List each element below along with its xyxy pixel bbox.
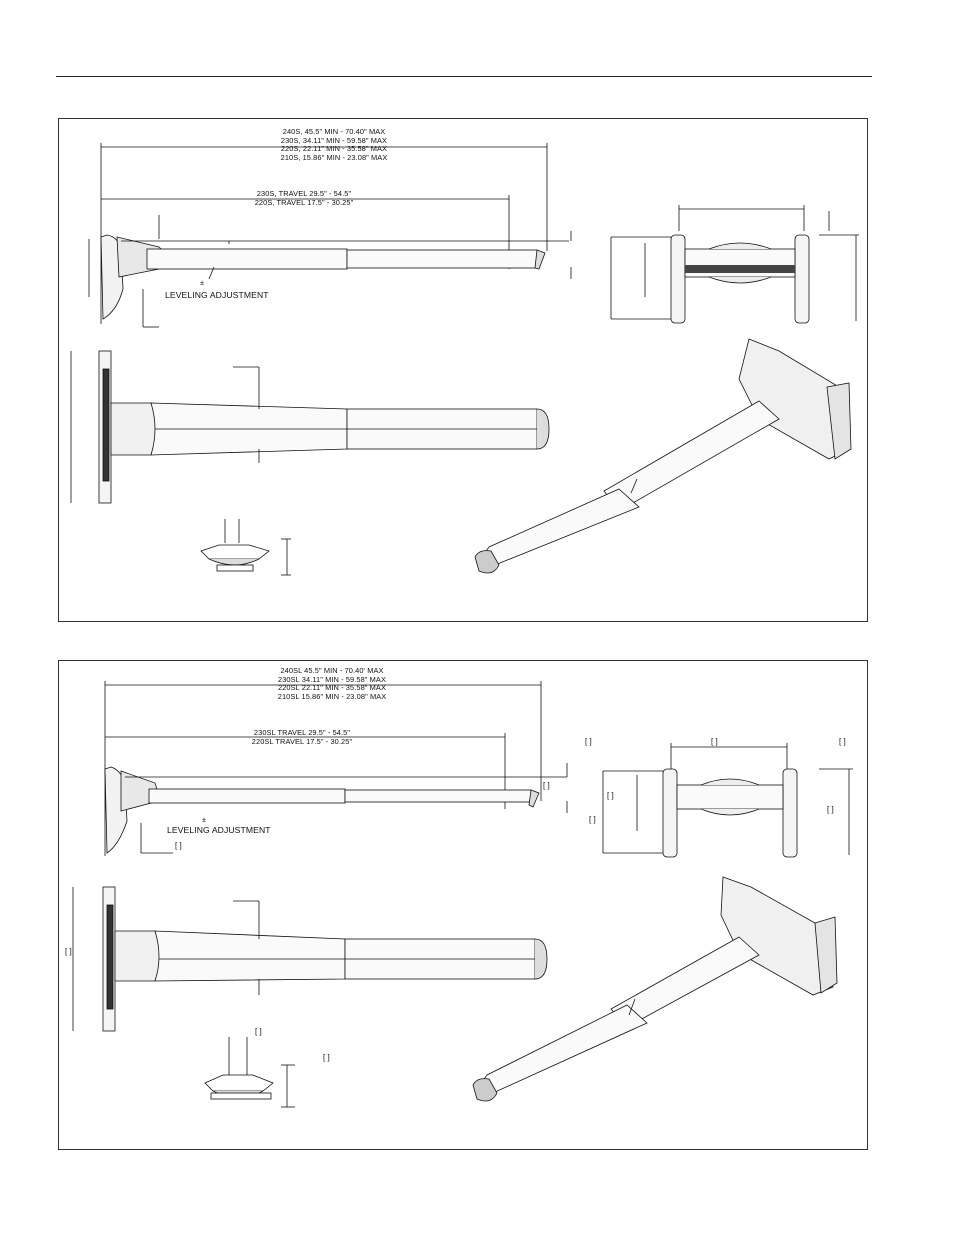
travel-spec-list: 230SL TRAVEL 29.5" - 54.5" 220SL TRAVEL … <box>237 728 367 746</box>
end-view-right-plate <box>782 768 798 858</box>
travel-spec: 220S, TRAVEL 17.5" - 30.25" <box>254 197 354 207</box>
length-spec: 220SL 22.11" MIN - 35.58" MAX <box>278 683 386 693</box>
side-view-arm-outer <box>346 249 538 269</box>
length-spec: 240S, 45.5" MIN - 70.40" MAX <box>282 127 386 136</box>
dimension-bracket: [ ] <box>323 1053 330 1062</box>
length-spec: 230SL 34.11" MIN - 59.58" MAX <box>278 674 386 684</box>
section-profile <box>200 544 270 560</box>
dimension-bracket: [ ] <box>827 805 834 814</box>
panel-s-svg <box>70 143 859 576</box>
end-view-right-plate <box>794 234 810 324</box>
dimension-bracket: [ ] <box>589 815 596 824</box>
plus-minus-symbol: ± <box>202 815 207 824</box>
end-view-left-plate <box>670 234 686 324</box>
dimension-bracket: [ ] <box>607 791 614 800</box>
side-view-arm-inner <box>148 788 346 804</box>
length-spec: 220S, 22.11" MIN - 35.58" MAX <box>280 144 388 154</box>
end-view-left-plate <box>662 768 678 858</box>
length-spec: 230S, 34.11" MIN - 59.58" MAX <box>280 135 388 145</box>
length-spec: 240SL 45.5" MIN - 70.40' MAX <box>280 666 384 675</box>
panel-s-drawing: 240S, 45.5" MIN - 70.40" MAX 230S, 34.11… <box>58 118 868 622</box>
plus-minus-symbol: ± <box>200 278 205 287</box>
dimension-bracket: [ ] <box>175 841 182 850</box>
length-spec: 210S, 15.86" MIN - 23.08" MAX <box>280 152 388 162</box>
travel-spec: 220SL TRAVEL 17.5" - 30.25" <box>251 736 353 746</box>
dimension-bracket: [ ] <box>585 737 592 746</box>
dimension-bracket: [ ] <box>839 737 846 746</box>
section-profile <box>204 1074 274 1092</box>
dimension-bracket: [ ] <box>711 737 718 746</box>
travel-spec-list: 230S, TRAVEL 29.5" - 54.5" 220S, TRAVEL … <box>239 189 369 207</box>
dimension-bracket: [ ] <box>543 781 550 790</box>
leveling-adjustment-label: LEVELING ADJUSTMENT <box>167 825 271 835</box>
isometric-view <box>472 876 838 1102</box>
side-view-arm-outer <box>344 789 532 803</box>
length-spec: 210SL 15.86" MIN - 23.08" MAX <box>277 691 387 701</box>
plan-view-arm-inner <box>154 930 346 982</box>
length-spec-list: 240SL 45.5" MIN - 70.40' MAX 230SL 34.11… <box>237 666 427 701</box>
end-view-crossbar <box>676 784 784 810</box>
travel-spec: 230SL TRAVEL 29.5" - 54.5" <box>253 728 351 737</box>
travel-spec: 230S, TRAVEL 29.5" - 54.5" <box>256 189 352 198</box>
isometric-view <box>474 338 852 574</box>
dimension-bracket: [ ] <box>65 947 72 956</box>
leveling-adjustment-label: LEVELING ADJUSTMENT <box>165 290 269 300</box>
panel-sl-svg <box>72 681 853 1108</box>
length-spec-list: 240S, 45.5" MIN - 70.40" MAX 230S, 34.11… <box>239 127 429 162</box>
side-view-arm-inner <box>146 248 348 270</box>
dimension-bracket: [ ] <box>255 1027 262 1036</box>
header-rule <box>56 76 872 77</box>
panel-sl-drawing: 240SL 45.5" MIN - 70.40' MAX 230SL 34.11… <box>58 660 868 1150</box>
